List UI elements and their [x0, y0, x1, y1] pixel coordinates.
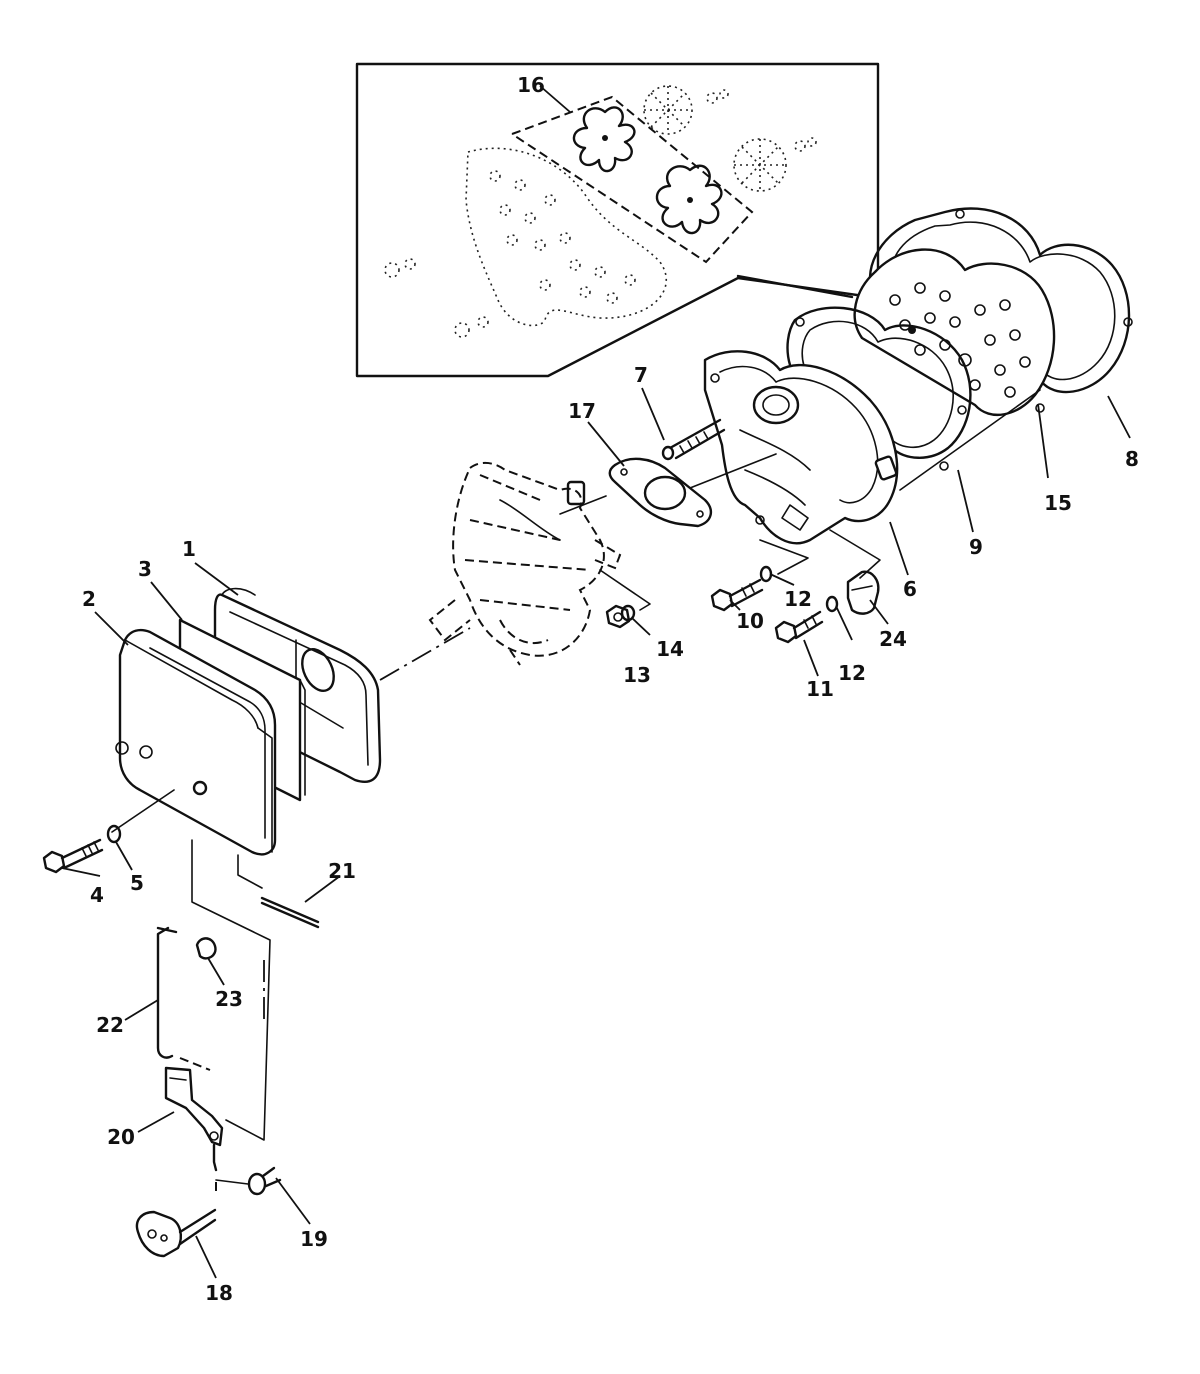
petal-backup-upper — [643, 85, 693, 135]
callout-19: 19 — [300, 1227, 328, 1251]
pump-body-6 — [703, 350, 899, 545]
callout-14: 14 — [656, 637, 684, 661]
callout-3: 3 — [138, 557, 152, 581]
callout-12b: 12 — [838, 661, 866, 685]
petal-valve-upper — [572, 106, 636, 173]
rod-21 — [260, 896, 320, 929]
inset-detail-box — [355, 62, 880, 378]
lever-20 — [164, 1066, 224, 1172]
callout-11: 11 — [806, 677, 834, 701]
callout-6: 6 — [903, 577, 917, 601]
assembly-lines — [111, 389, 1041, 1196]
callout-5: 5 — [130, 871, 144, 895]
callout-2: 2 — [82, 587, 96, 611]
inset-small-nuts — [384, 89, 817, 338]
choke-knob-18 — [135, 1208, 217, 1258]
callout-4: 4 — [90, 883, 104, 907]
bolt-4 — [42, 838, 104, 874]
callout-15: 15 — [1044, 491, 1072, 515]
nut-13 — [605, 604, 631, 629]
callout-10: 10 — [736, 609, 764, 633]
callout-16: 16 — [517, 73, 545, 97]
clip-24 — [846, 570, 880, 615]
gasket-17 — [608, 457, 713, 528]
petal-valve-lower — [655, 164, 723, 235]
callout-8: 8 — [1125, 447, 1139, 471]
bolt-10 — [710, 578, 764, 612]
petal-backup-lower — [733, 138, 787, 192]
callout-18: 18 — [205, 1281, 233, 1305]
callout-leaders — [61, 85, 1131, 1279]
callout-24: 24 — [879, 627, 907, 651]
washer-12b — [825, 595, 839, 613]
washer-14 — [620, 604, 636, 622]
stud-7 — [661, 418, 726, 461]
clip-23 — [195, 937, 217, 960]
callout-23: 23 — [215, 987, 243, 1011]
washer-5 — [106, 824, 122, 844]
clip-19 — [247, 1166, 282, 1196]
inset-plate-holes — [489, 170, 636, 304]
callout-21: 21 — [328, 859, 356, 883]
linkage-rod-22 — [156, 926, 178, 1059]
callout-17: 17 — [568, 399, 596, 423]
callout-1: 1 — [182, 537, 196, 561]
airbox-cover-2 — [115, 628, 277, 856]
callout-7: 7 — [634, 363, 648, 387]
callout-20: 20 — [107, 1125, 135, 1149]
callout-labels: 1 2 3 4 5 6 7 8 9 10 11 12 12 13 14 15 1… — [82, 73, 1139, 1305]
callout-9: 9 — [969, 535, 983, 559]
plate-15 — [853, 248, 1056, 416]
bolt-11 — [774, 610, 824, 644]
callout-12a: 12 — [784, 587, 812, 611]
carburetor-dashed — [428, 462, 622, 666]
callout-22: 22 — [96, 1013, 124, 1037]
callout-13: 13 — [623, 663, 651, 687]
washer-12a — [759, 565, 773, 583]
